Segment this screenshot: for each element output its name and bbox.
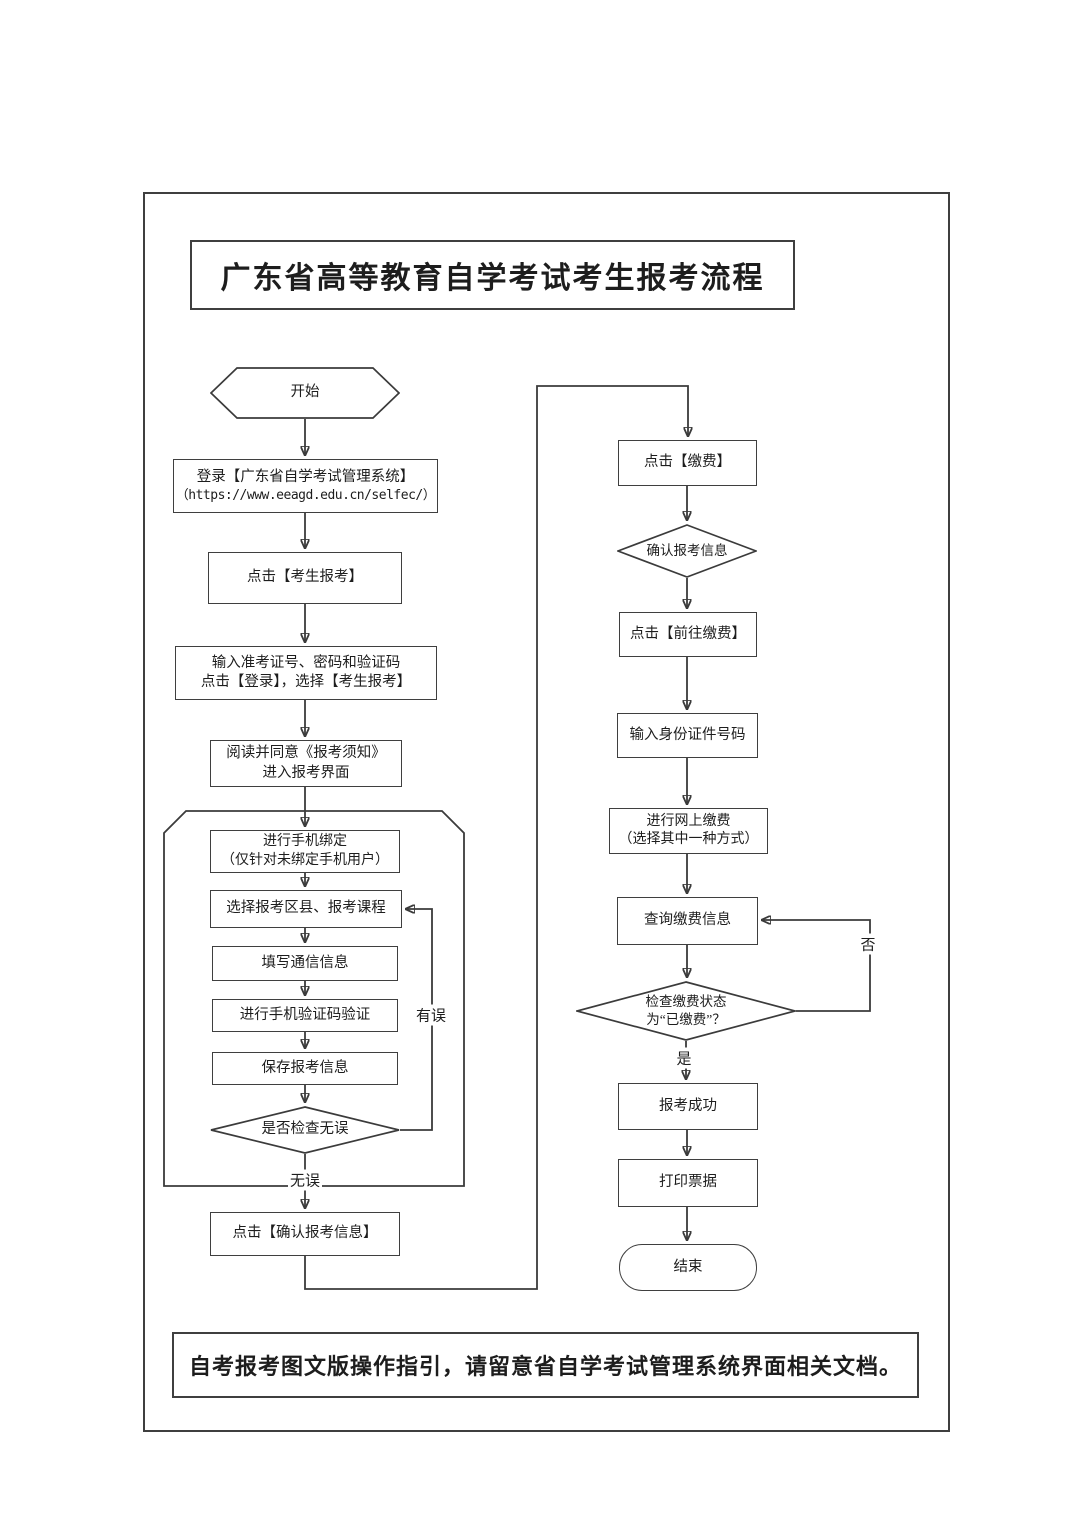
end-label: 结束: [673, 1258, 703, 1275]
node-confirm-registration: 点击【确认报考信息】: [210, 1212, 400, 1256]
node-bind-phone: 进行手机绑定 （仅针对未绑定手机用户）: [210, 830, 400, 873]
node-enter-id-number: 输入身份证件号码: [617, 713, 758, 758]
check-no-error-diamond-shape: [210, 1106, 400, 1154]
online-payment-line1: 进行网上缴费: [646, 813, 731, 829]
check-paid-status-line2: 为“已缴费”？: [646, 1012, 726, 1027]
registration-group-container: [163, 810, 465, 1187]
click-go-pay-label: 点击【前往缴费】: [630, 625, 746, 642]
read-notice-line2: 进入报考界面: [262, 764, 350, 781]
query-payment-label: 查询缴费信息: [644, 912, 731, 929]
node-end: 结束: [619, 1244, 757, 1291]
confirm-reg-info-diamond-shape: [617, 524, 757, 578]
start-hexagon-shape: [210, 367, 400, 419]
node-click-candidate-register: 点击【考生报考】: [208, 552, 402, 604]
click-pay-label: 点击【缴费】: [644, 454, 731, 471]
node-login: 登录【广东省自学考试管理系统】 （https://www.eeagd.edu.c…: [173, 459, 438, 513]
enter-credentials-line2: 点击【登录】，选择【考生报考】: [200, 674, 412, 690]
edge-confirm-to-pay: [304, 385, 688, 1290]
bind-phone-line1: 进行手机绑定: [263, 834, 347, 850]
save-registration-label: 保存报考信息: [261, 1059, 349, 1076]
node-fill-contact-info: 填写通信信息: [212, 946, 398, 981]
node-register-success: 报考成功: [618, 1083, 758, 1130]
start-label: 开始: [290, 384, 320, 401]
edge-label-yes: 是: [674, 1047, 694, 1069]
node-save-registration: 保存报考信息: [212, 1052, 398, 1085]
login-url: （https://www.eeagd.edu.cn/selfec/）: [175, 487, 436, 503]
footer-note: 自考报考图文版操作指引，请留意省自学考试管理系统界面相关文档。: [188, 1354, 902, 1379]
node-online-payment: 进行网上缴费 （选择其中一种方式）: [609, 808, 768, 854]
node-check-no-error: 是否检查无误: [210, 1106, 400, 1154]
edge-status-no-loop: [762, 920, 871, 1012]
enter-id-number-label: 输入身份证件号码: [629, 726, 746, 743]
check-paid-status-diamond-shape: [576, 981, 796, 1041]
register-success-label: 报考成功: [659, 1097, 717, 1114]
online-payment-line2: （选择其中一种方式）: [618, 832, 759, 847]
click-candidate-register-label: 点击【考生报考】: [247, 569, 363, 586]
node-select-district-courses: 选择报考区县、报考课程: [210, 890, 402, 928]
enter-credentials-line1: 输入准考证号、密码和验证码: [211, 654, 401, 671]
node-check-paid-status: 检查缴费状态 为“已缴费”？: [576, 981, 796, 1041]
print-receipt-label: 打印票据: [659, 1174, 717, 1191]
edge-label-no-error: 无误: [287, 1169, 323, 1191]
node-print-receipt: 打印票据: [618, 1159, 758, 1207]
check-paid-status-line1: 检查缴费状态: [645, 994, 727, 1010]
node-click-go-pay: 点击【前往缴费】: [619, 612, 757, 657]
footer-note-box: 自考报考图文版操作指引，请留意省自学考试管理系统界面相关文档。: [172, 1332, 919, 1398]
confirm-registration-label: 点击【确认报考信息】: [232, 1225, 378, 1242]
read-notice-line1: 阅读并同意《报考须知》: [226, 745, 386, 762]
node-query-payment: 查询缴费信息: [617, 897, 758, 945]
diagram-title-box: 广东省高等教育自学考试考生报考流程: [190, 240, 795, 310]
node-verify-sms-code: 进行手机验证码验证: [212, 999, 398, 1032]
bind-phone-line2: （仅针对未绑定手机用户）: [221, 852, 389, 868]
node-read-notice: 阅读并同意《报考须知》 进入报考界面: [210, 740, 402, 787]
edge-label-has-error: 有误: [413, 1004, 449, 1026]
select-district-courses-label: 选择报考区县、报考课程: [226, 900, 386, 917]
verify-sms-code-label: 进行手机验证码验证: [239, 1006, 371, 1023]
node-enter-credentials: 输入准考证号、密码和验证码 点击【登录】，选择【考生报考】: [175, 646, 437, 700]
node-start: 开始: [210, 367, 400, 419]
confirm-reg-info-label: 确认报考信息: [646, 543, 728, 559]
fill-contact-info-label: 填写通信信息: [261, 954, 349, 971]
edge-label-no: 否: [858, 933, 878, 955]
check-no-error-label: 是否检查无误: [261, 1121, 349, 1138]
node-click-pay: 点击【缴费】: [618, 440, 757, 486]
login-line1: 登录【广东省自学考试管理系统】: [196, 468, 415, 485]
diagram-title: 广东省高等教育自学考试考生报考流程: [220, 262, 765, 295]
node-confirm-reg-info: 确认报考信息: [617, 524, 757, 578]
